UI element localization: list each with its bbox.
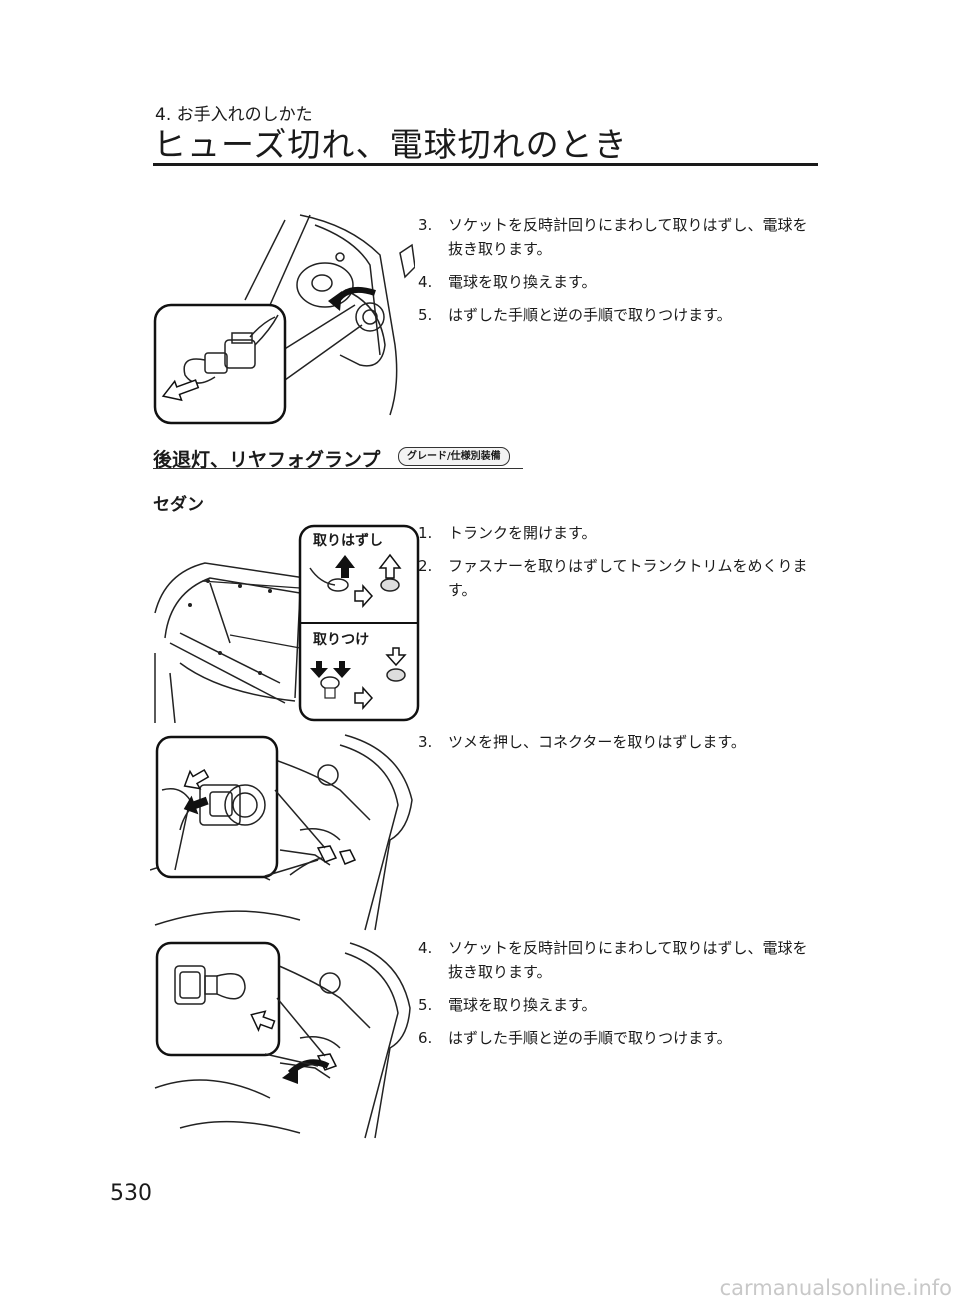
step-number: 1. [418,524,433,542]
connector-steps: 3. ツメを押し、コネクターを取りはずします。 [418,730,813,763]
list-item: 2. ファスナーを取りはずしてトランクトリムをめくります。 [418,554,813,602]
step-number: 6. [418,1029,433,1047]
footer-watermark: carmanualsonline.info [719,1276,952,1300]
step-number: 5. [418,996,433,1014]
page-title: ヒューズ切れ、電球切れのとき [153,125,628,164]
grade-badge: グレード/仕様別装備 [398,447,510,466]
socket-removal-illustration [153,214,415,425]
step-number: 4. [418,273,433,291]
subheading: セダン [153,495,204,515]
page-number: 530 [110,1181,152,1206]
step-number: 5. [418,306,433,324]
step-number: 2. [418,557,433,575]
list-item: 3. ソケットを反時計回りにまわして取りはずし、電球を抜き取ります。 [418,213,813,261]
list-item: 4. 電球を取り換えます。 [418,270,813,294]
connector-removal-illustration [150,734,413,931]
step-text: はずした手順と逆の手順で取りつけます。 [448,1029,732,1047]
step-text: ソケットを反時計回りにまわして取りはずし、電球を抜き取ります。 [448,216,808,258]
step-number: 4. [418,939,433,957]
list-item: 5. 電球を取り換えます。 [418,993,813,1017]
list-item: 4. ソケットを反時計回りにまわして取りはずし、電球を抜き取ります。 [418,936,813,984]
trunk-steps: 1. トランクを開けます。 2. ファスナーを取りはずしてトランクトリムをめくります… [418,521,813,611]
title-rule [153,163,818,166]
step-number: 3. [418,216,433,234]
list-item: 6. はずした手順と逆の手順で取りつけます。 [418,1026,813,1050]
step-text: トランクを開けます。 [448,524,597,542]
list-item: 5. はずした手順と逆の手順で取りつけます。 [418,303,813,327]
list-item: 3. ツメを押し、コネクターを取りはずします。 [418,730,813,754]
list-item: 1. トランクを開けます。 [418,521,813,545]
step-text: ツメを押し、コネクターを取りはずします。 [448,733,746,751]
step-text: ソケットを反時計回りにまわして取りはずし、電球を抜き取ります。 [448,939,808,981]
step-text: 電球を取り換えます。 [448,996,597,1014]
top-steps: 3. ソケットを反時計回りにまわして取りはずし、電球を抜き取ります。 4. 電球を取… [418,213,813,336]
socket-steps: 4. ソケットを反時計回りにまわして取りはずし、電球を抜き取ります。 5. 電球を取… [418,936,813,1059]
step-text: ファスナーを取りはずしてトランクトリムをめくります。 [448,557,808,599]
bulb-replacement-illustration [154,941,411,1139]
step-number: 3. [418,733,433,751]
section-underline [153,468,523,469]
chapter-label: 4. お手入れのしかた [155,105,313,125]
fastener-install-label: 取りつけ [313,632,369,648]
fastener-remove-label: 取りはずし [313,532,383,549]
section-heading: 後退灯、リヤフォグランプ [153,449,381,471]
step-text: 電球を取り換えます。 [448,273,597,291]
step-text: はずした手順と逆の手順で取りつけます。 [448,306,732,324]
trunk-trim-illustration: 取りはずし 取りつけ [154,524,420,723]
